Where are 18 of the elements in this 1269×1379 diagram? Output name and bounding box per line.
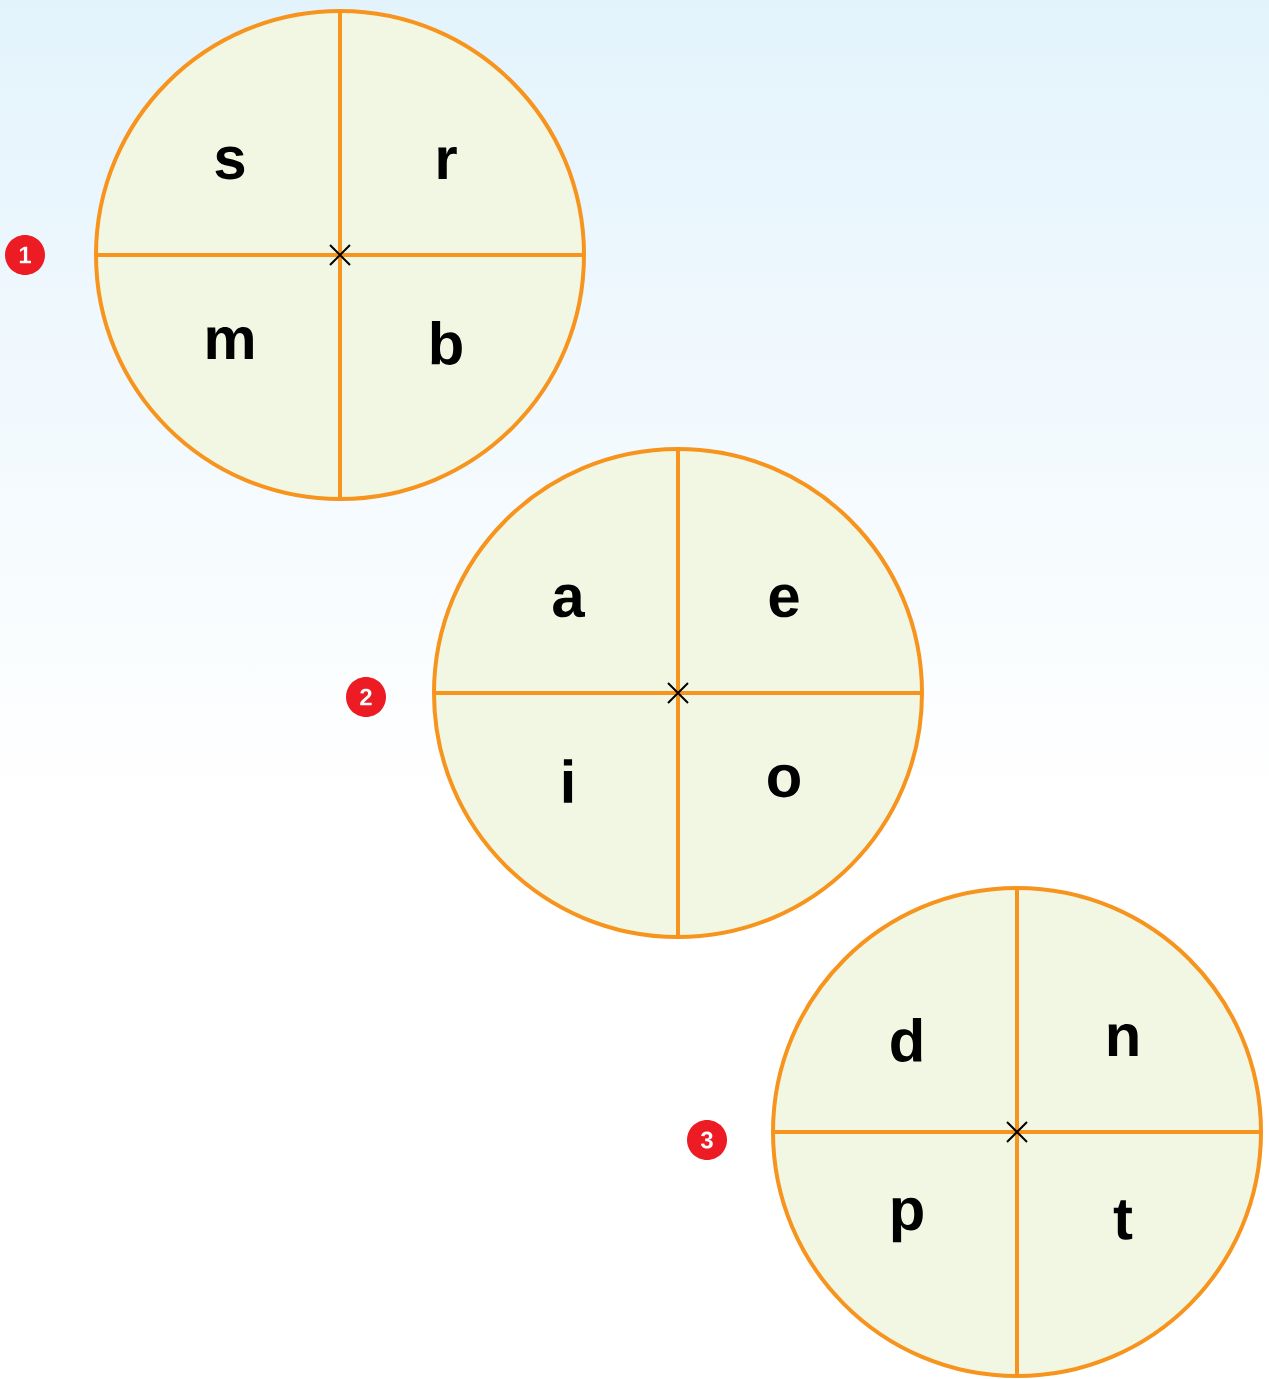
quartered-circle bbox=[94, 9, 586, 501]
letter: e bbox=[769, 584, 799, 618]
letter: b bbox=[431, 321, 462, 365]
letter: r bbox=[438, 146, 457, 180]
letter: d bbox=[891, 1018, 922, 1062]
letter: o bbox=[768, 764, 800, 798]
letter: m bbox=[207, 326, 253, 360]
letter: t bbox=[1113, 1200, 1133, 1240]
number-badge: 1 bbox=[5, 235, 45, 275]
letter: a bbox=[553, 584, 585, 618]
letter: i bbox=[563, 759, 573, 803]
letter: s bbox=[215, 146, 245, 180]
number-badge: 2 bbox=[346, 677, 386, 717]
number-badge: 3 bbox=[687, 1120, 727, 1160]
letter: n bbox=[1108, 1023, 1138, 1057]
quartered-circle bbox=[432, 447, 924, 939]
letter: p bbox=[892, 1197, 923, 1243]
quartered-circle bbox=[771, 886, 1263, 1378]
